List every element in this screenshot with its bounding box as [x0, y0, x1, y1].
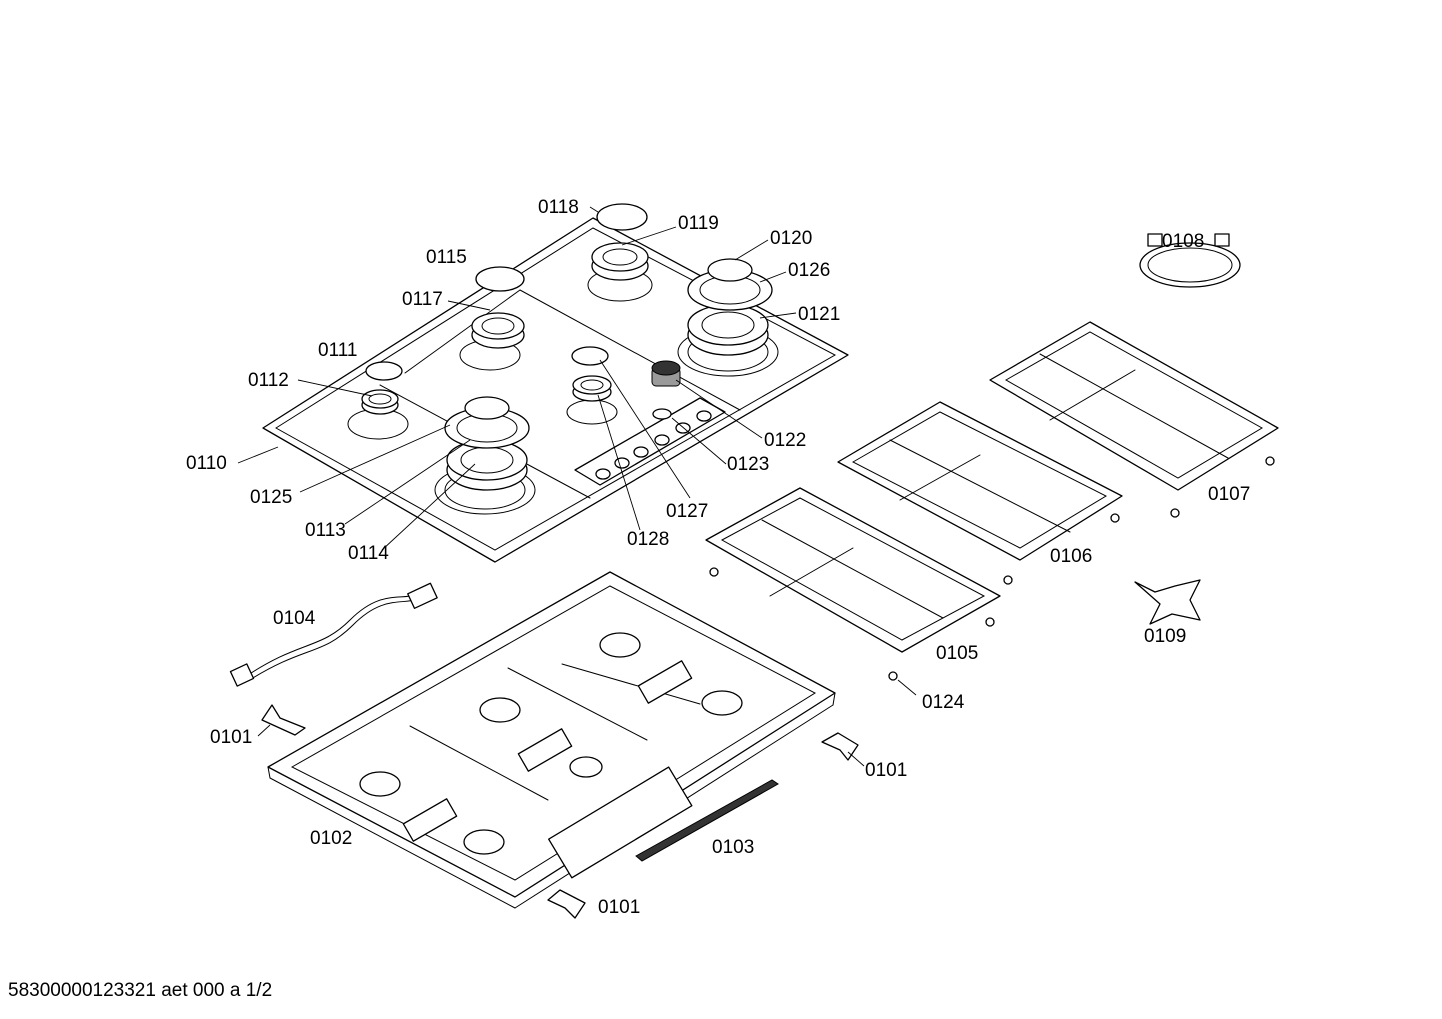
rubber-feet — [709, 456, 1275, 681]
callout-0101-right: 0101 — [865, 760, 907, 781]
callout-0124: 0124 — [922, 692, 965, 713]
small-burner-center — [571, 346, 612, 402]
callout-0110: 0110 — [186, 453, 227, 474]
callout-0111: 0111 — [318, 340, 357, 361]
callout-0123: 0123 — [727, 454, 769, 475]
seal-strip — [635, 779, 779, 862]
wok-burner-front — [444, 396, 530, 491]
callout-0125: 0125 — [250, 487, 292, 508]
control-knob — [651, 360, 681, 420]
leader-lines — [237, 206, 917, 767]
simmer-plate — [1134, 579, 1201, 625]
power-cable — [229, 582, 438, 687]
bottom-tray — [267, 571, 836, 909]
callout-0101-left: 0101 — [210, 727, 252, 748]
pan-support-0107 — [989, 321, 1279, 491]
burner-rear-center — [591, 203, 649, 281]
callout-0122: 0122 — [764, 430, 806, 451]
callout-0105: 0105 — [936, 643, 978, 664]
control-knob-holes — [595, 410, 712, 480]
callout-0103: 0103 — [712, 837, 754, 858]
mounting-bracket-left — [261, 704, 306, 736]
small-burner-front-left — [361, 361, 403, 415]
callout-0127: 0127 — [666, 501, 708, 522]
callout-0126: 0126 — [788, 260, 830, 281]
callout-0102: 0102 — [310, 828, 352, 849]
callout-0101-bottom: 0101 — [598, 897, 640, 918]
callout-0118: 0118 — [538, 197, 579, 218]
pan-support-0106 — [837, 401, 1123, 561]
pan-support-0105 — [705, 487, 1001, 653]
document-id: 58300000123321 aet 000 a 1/2 — [8, 980, 273, 1001]
callout-0106: 0106 — [1050, 546, 1092, 567]
callout-0107: 0107 — [1208, 484, 1250, 505]
wok-ring — [1139, 233, 1241, 288]
callout-0119: 0119 — [678, 213, 719, 234]
callout-0114: 0114 — [348, 543, 389, 564]
callout-0117: 0117 — [402, 289, 443, 310]
callout-0128: 0128 — [627, 529, 669, 550]
mounting-bracket-bottom — [547, 889, 586, 919]
callout-0104: 0104 — [273, 608, 316, 629]
callout-0121: 0121 — [798, 304, 840, 325]
callout-0120: 0120 — [770, 228, 812, 249]
callout-0113: 0113 — [305, 520, 346, 541]
burner-rear-left — [471, 266, 525, 349]
wok-burner-rear-right — [687, 258, 773, 356]
callout-0108: 0108 — [1162, 231, 1204, 252]
callout-0109: 0109 — [1144, 626, 1186, 647]
callout-0112: 0112 — [248, 370, 289, 391]
callout-0115: 0115 — [426, 247, 467, 268]
callout-labels: 0118 0119 0120 0126 0121 0115 0117 0111 … — [186, 197, 1250, 918]
